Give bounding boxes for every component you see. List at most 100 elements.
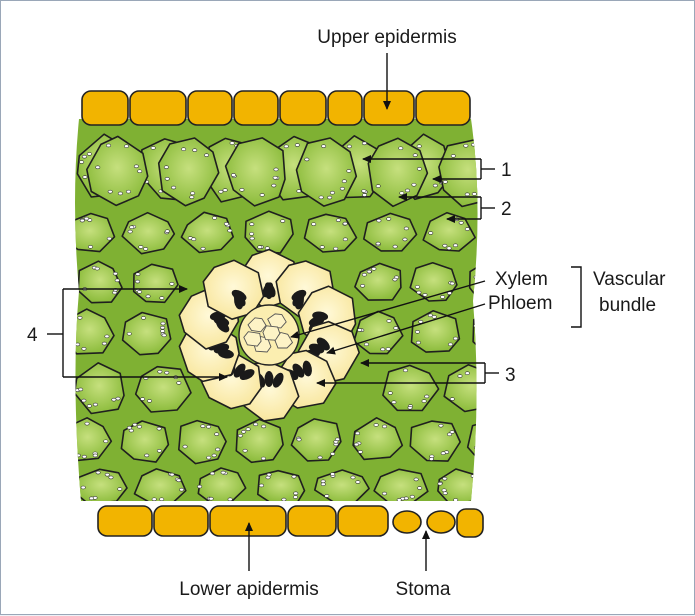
- chloroplast: [393, 245, 397, 248]
- chloroplast: [499, 317, 503, 320]
- chloroplast: [201, 425, 205, 428]
- chloroplast: [465, 193, 469, 196]
- chloroplast: [330, 452, 334, 455]
- chloroplast: [438, 482, 442, 485]
- chloroplast: [503, 248, 507, 251]
- label-4: 4: [27, 325, 38, 346]
- chloroplast: [405, 189, 409, 192]
- chloroplast: [376, 242, 380, 245]
- chloroplast: [93, 403, 97, 406]
- chloroplast: [382, 425, 386, 428]
- chloroplast: [429, 232, 433, 235]
- chloroplast: [260, 193, 264, 196]
- chloroplast: [241, 430, 245, 433]
- chloroplast: [82, 399, 86, 402]
- chloroplast: [158, 370, 162, 373]
- chloroplast-dark: [265, 371, 274, 387]
- chloroplast: [330, 473, 334, 476]
- chloroplast: [165, 177, 169, 180]
- chloroplast: [147, 399, 151, 402]
- label-3: 3: [505, 365, 516, 386]
- chloroplast: [212, 216, 216, 219]
- chloroplast: [474, 276, 478, 279]
- upper-epidermis-cell: [364, 91, 414, 125]
- chloroplast: [311, 223, 315, 226]
- chloroplast: [137, 290, 141, 293]
- chloroplast: [157, 427, 161, 430]
- chloroplast: [414, 478, 418, 481]
- chloroplast: [489, 424, 493, 427]
- chloroplast: [201, 247, 205, 250]
- label-1: 1: [501, 160, 512, 181]
- chloroplast: [181, 148, 185, 151]
- chloroplast: [343, 238, 347, 241]
- chloroplast: [141, 316, 145, 319]
- chloroplast: [112, 398, 116, 401]
- chloroplast: [130, 226, 134, 229]
- chloroplast: [388, 392, 392, 395]
- lower-epidermis-label: Lower apidermis: [179, 579, 318, 600]
- chloroplast: [179, 488, 183, 491]
- chloroplast: [422, 400, 426, 403]
- chloroplast: [392, 401, 396, 404]
- chloroplast: [105, 473, 109, 476]
- chloroplast: [447, 247, 451, 250]
- chloroplast: [319, 196, 323, 199]
- lower-epidermis-cell: [98, 506, 152, 536]
- vascular-bundle-label-line2: bundle: [599, 295, 656, 316]
- chloroplast: [497, 185, 501, 188]
- chloroplast: [447, 433, 451, 436]
- upper-epidermis-layer: [82, 91, 470, 125]
- chloroplast: [399, 147, 403, 150]
- chloroplast: [486, 190, 490, 193]
- chloroplast: [320, 246, 324, 249]
- chloroplast: [362, 273, 366, 276]
- chloroplast: [536, 477, 540, 480]
- chloroplast: [500, 452, 504, 455]
- chloroplast: [358, 328, 362, 331]
- chloroplast: [249, 232, 253, 235]
- chloroplast: [274, 168, 278, 171]
- chloroplast: [530, 474, 534, 477]
- chloroplast: [82, 155, 86, 158]
- chloroplast: [140, 398, 144, 401]
- chloroplast: [82, 347, 86, 350]
- chloroplast: [160, 330, 164, 333]
- chloroplast: [386, 348, 390, 351]
- chloroplast: [82, 455, 86, 458]
- chloroplast: [107, 237, 111, 240]
- chloroplast: [362, 194, 366, 197]
- chloroplast: [474, 324, 478, 327]
- label-2: 2: [501, 199, 512, 220]
- chloroplast: [494, 142, 498, 145]
- upper-epidermis-cell: [82, 91, 128, 125]
- chloroplast: [78, 316, 82, 319]
- chloroplast: [484, 400, 488, 403]
- chloroplast: [478, 295, 482, 298]
- chloroplast: [133, 423, 137, 426]
- chloroplast: [453, 498, 457, 501]
- chloroplast: [443, 492, 447, 495]
- chloroplast: [215, 448, 219, 451]
- chloroplast: [209, 497, 213, 500]
- chloroplast: [240, 188, 244, 191]
- chloroplast: [305, 158, 309, 161]
- chloroplast: [465, 228, 469, 231]
- chloroplast: [377, 219, 381, 222]
- chloroplast: [204, 154, 208, 157]
- upper-epidermis-cell: [130, 91, 186, 125]
- upper-epidermis-cell: [416, 91, 470, 125]
- chloroplast: [408, 406, 412, 409]
- mesophyll-cell: [468, 420, 517, 463]
- xylem-label: Xylem: [495, 269, 548, 290]
- chloroplast: [450, 282, 454, 285]
- chloroplast: [250, 223, 254, 226]
- chloroplast: [518, 218, 522, 221]
- chloroplast: [84, 217, 88, 220]
- chloroplast: [273, 176, 277, 179]
- chloroplast: [330, 191, 334, 194]
- chloroplast: [83, 176, 87, 179]
- chloroplast: [190, 196, 194, 199]
- chloroplast: [442, 489, 446, 492]
